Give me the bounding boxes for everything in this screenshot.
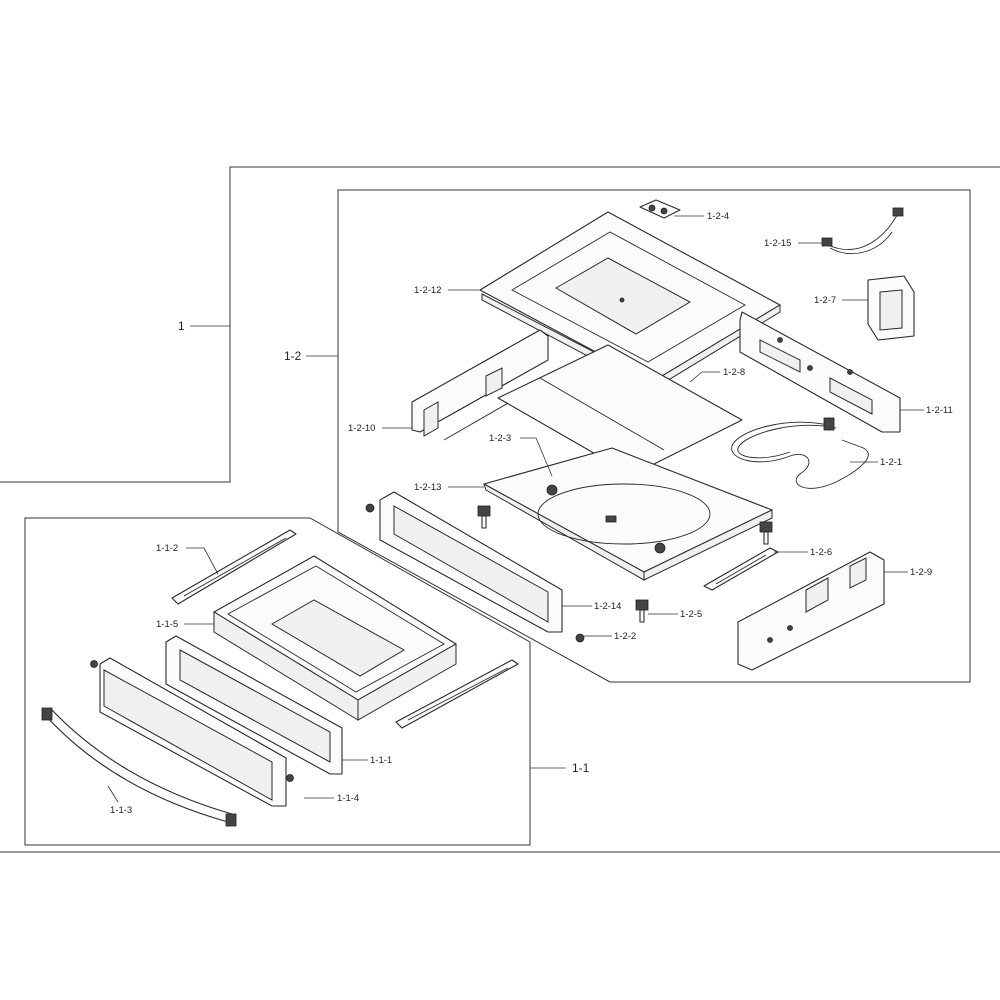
label-part-1-1-4: 1-1-4 — [337, 793, 359, 804]
label-part-1-2-13: 1-2-13 — [414, 482, 441, 493]
bolt-front — [575, 633, 585, 643]
label-part-1-2-9: 1-2-9 — [910, 567, 932, 578]
label-part-1-2-7: 1-2-7 — [814, 295, 836, 306]
leveling-leg-front — [635, 599, 649, 623]
label-part-1-2-4: 1-2-4 — [707, 211, 729, 222]
leader-1-2-8 — [689, 371, 720, 383]
bolt-top-left — [365, 503, 375, 513]
drawer-rail-upper — [703, 547, 779, 591]
label-part-1-2-10: 1-2-10 — [348, 423, 375, 434]
slide-rail-right — [395, 659, 519, 729]
frame-assembly-1 — [0, 166, 1000, 483]
label-part-1-2-8: 1-2-8 — [723, 367, 745, 378]
drawer-box — [213, 555, 457, 721]
frame-assembly-1-2 — [337, 189, 971, 683]
label-part-1-1-5: 1-1-5 — [156, 619, 178, 630]
leader-1-1-2 — [186, 547, 219, 575]
left-side-panel — [411, 329, 549, 441]
leveling-leg-right — [759, 521, 773, 545]
rear-panel — [739, 311, 901, 433]
bracket — [867, 275, 915, 341]
wire-harness — [821, 207, 904, 255]
label-part-1-1-1: 1-1-1 — [370, 755, 392, 766]
right-side-panel — [737, 551, 885, 671]
label-part-1-2-15: 1-2-15 — [764, 238, 791, 249]
bottom-tray — [483, 447, 773, 581]
label-part-1-2-5: 1-2-5 — [680, 609, 702, 620]
drawer-handle — [41, 707, 237, 827]
leader-1-2-3 — [520, 437, 553, 477]
label-part-1-2-2: 1-2-2 — [614, 631, 636, 642]
label-part-1-2-14: 1-2-14 — [594, 601, 621, 612]
leveling-leg-left — [477, 505, 491, 529]
cover-plate — [639, 199, 681, 219]
drawer-front-inner — [165, 635, 343, 775]
frame-assembly-1-1 — [24, 517, 531, 846]
label-part-1-2-11: 1-2-11 — [926, 405, 953, 416]
label-assembly-1-1: 1-1 — [572, 761, 590, 775]
label-part-1-2-3: 1-2-3 — [489, 433, 511, 444]
label-part-1-2-12: 1-2-12 — [414, 285, 441, 296]
slide-rail-left — [171, 529, 297, 605]
leader-1-1-3 — [107, 785, 119, 803]
label-assembly-1: 1 — [178, 319, 185, 333]
label-part-1-2-6: 1-2-6 — [810, 547, 832, 558]
label-part-1-2-1: 1-2-1 — [880, 457, 902, 468]
label-part-1-1-2: 1-1-2 — [156, 543, 178, 554]
label-assembly-1-2: 1-2 — [284, 349, 302, 363]
heater-element — [731, 417, 869, 489]
front-frame — [379, 491, 563, 633]
center-sheet — [497, 344, 743, 476]
drawer-front-panel — [90, 657, 294, 807]
label-part-1-1-3: 1-1-3 — [110, 805, 132, 816]
